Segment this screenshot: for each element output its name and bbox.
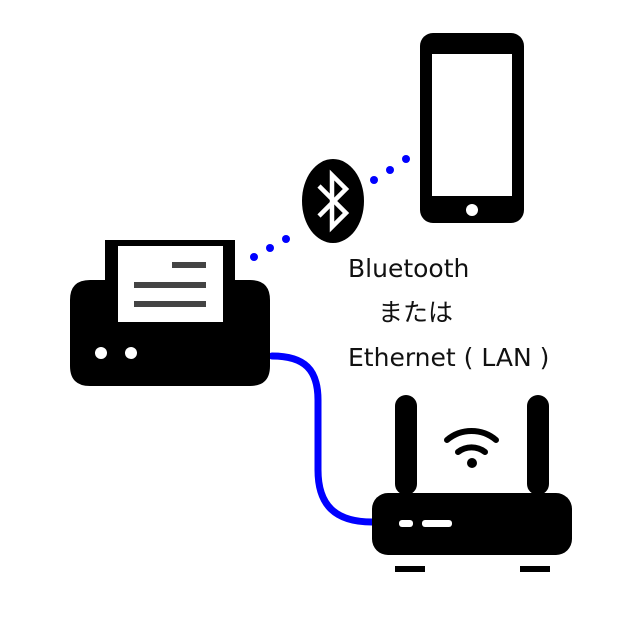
- ethernet-cable: [268, 352, 376, 526]
- smartphone-icon: [420, 33, 524, 223]
- printer-icon: [70, 240, 270, 386]
- label-or: または: [378, 298, 454, 327]
- wifi-icon: [444, 428, 499, 468]
- label-ethernet: Ethernet ( LAN ): [348, 343, 550, 372]
- router-icon: [372, 395, 572, 572]
- label-bluetooth: Bluetooth: [348, 254, 470, 283]
- bluetooth-icon: [302, 159, 364, 243]
- bluetooth-link-dots: [250, 155, 410, 261]
